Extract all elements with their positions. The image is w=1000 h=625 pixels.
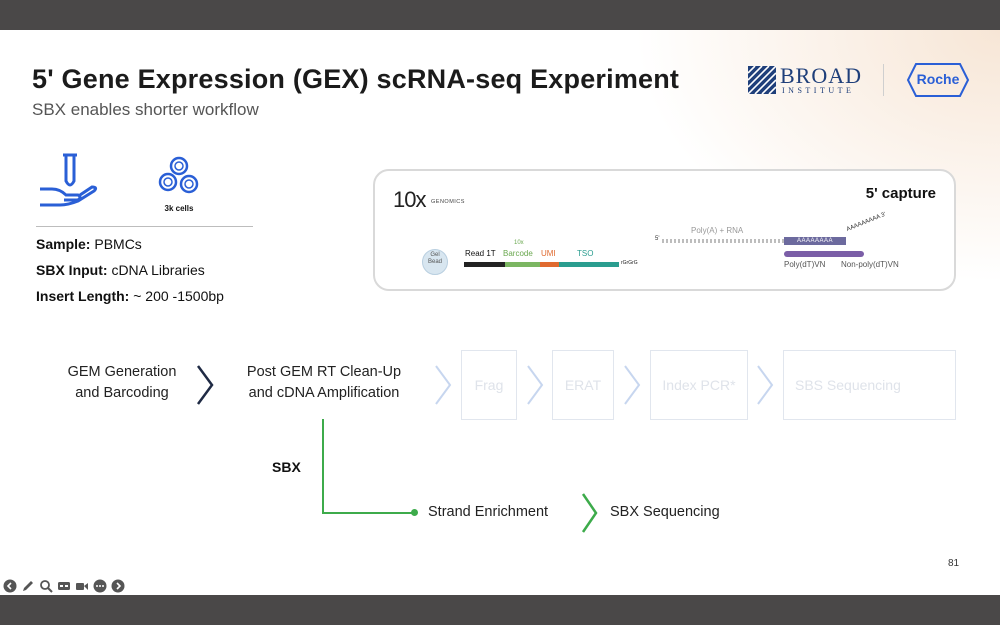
step1-line1: GEM Generation [67, 364, 177, 380]
insert-key: Insert Length: [36, 288, 130, 304]
page-number: 81 [948, 558, 960, 569]
step1-line2: and Barcoding [75, 385, 169, 401]
sample-value: PBMCs [94, 236, 142, 252]
umi-label: UMI [541, 249, 556, 258]
window-top-bar [0, 0, 1000, 30]
broad-emblem-icon [748, 66, 776, 94]
step-index-pcr-faded: Index PCR* [650, 350, 748, 420]
input-row: SBX Input: cDNA Libraries [36, 262, 205, 278]
subtitles-icon[interactable] [57, 579, 71, 593]
tso-label: TSO [577, 249, 594, 258]
slide-subtitle: SBX enables shorter workflow [32, 100, 259, 119]
read1-segment [464, 262, 505, 267]
step2-line1: Post GEM RT Clean-Up [246, 364, 402, 380]
barcode-segment [505, 262, 540, 267]
sbx-branch-horizontal [322, 512, 416, 514]
chevron-right-faded-icon [624, 365, 641, 405]
gel-label-1: Gel [430, 252, 440, 258]
barcode-label: Barcode [503, 249, 533, 258]
read1-label: Read 1T [465, 249, 496, 258]
gel-label-2: Bead [427, 259, 442, 265]
chevron-right-faded-icon [757, 365, 774, 405]
roche-hexagon-icon [906, 63, 970, 97]
polydt-label: Poly(dT)VN [784, 260, 826, 269]
chevron-right-faded-icon [435, 365, 452, 405]
sample-row: Sample: PBMCs [36, 236, 142, 252]
gel-bead [422, 249, 448, 275]
tenx-logo: 10x [393, 187, 426, 213]
camera-icon[interactable] [75, 579, 89, 593]
sbx-branch-vertical [322, 419, 324, 514]
sbx-branch-dot [411, 509, 418, 516]
presentation-toolbar [3, 578, 125, 594]
step-gem-generation: GEM Generation and Barcoding [52, 362, 192, 404]
cells-icon [158, 156, 199, 194]
input-key: SBX Input: [36, 262, 108, 278]
more-icon[interactable] [93, 579, 107, 593]
step-post-gem-cleanup: Post GEM RT Clean-Up and cDNA Amplificati… [236, 362, 412, 404]
nonpolydt-label: Non-poly(dT)VN [841, 260, 899, 269]
input-value: cDNA Libraries [111, 262, 205, 278]
broad-subwordmark: INSTITUTE [782, 86, 855, 95]
capture-title: 5' capture [865, 185, 936, 202]
slide: 5' Gene Expression (GEX) scRNA-seq Exper… [0, 30, 1000, 595]
cells-count-label: 3k cells [164, 204, 194, 213]
broad-institute-logo: BROAD INSTITUTE [748, 63, 864, 98]
roche-logo: Roche [906, 62, 970, 98]
tenx-small-label: 10x [514, 240, 524, 246]
slide-title: 5' Gene Expression (GEX) scRNA-seq Exper… [32, 64, 680, 94]
pen-icon[interactable] [21, 579, 35, 593]
tso-segment [559, 262, 619, 267]
insert-row: Insert Length: ~ 200 -1500bp [36, 288, 224, 304]
polya-tail-label: AAAAAAAAA 3' [845, 211, 887, 233]
genomics-text: GENOMICS [431, 199, 465, 205]
back-icon[interactable] [3, 579, 17, 593]
step2-line2: and cDNA Amplification [248, 385, 400, 401]
step-sbs-sequencing-faded: SBS Sequencing [783, 350, 956, 420]
sample-hand-tube-icon [40, 153, 98, 207]
five-prime-label: 5' [655, 236, 660, 242]
strand-enrichment-label: Strand Enrichment [428, 504, 549, 520]
step-frag-faded: Frag [461, 350, 517, 420]
sbx-label: SBX [272, 459, 301, 475]
step-erat-faded: ERAT [552, 350, 614, 420]
tenx-logo-text: 10x [393, 187, 426, 212]
logo-divider [883, 64, 884, 96]
polydt-primer [784, 251, 864, 257]
chevron-right-faded-icon [527, 365, 544, 405]
forward-icon[interactable] [111, 579, 125, 593]
polya-rna-label: Poly(A) + RNA [691, 226, 744, 235]
broad-wordmark: BROAD [780, 63, 863, 88]
polya-segment: AAAAAAAA [784, 237, 846, 245]
sample-divider [36, 226, 253, 227]
sample-key: Sample: [36, 236, 91, 252]
sbx-sequencing-label: SBX Sequencing [610, 504, 720, 520]
umi-segment [540, 262, 559, 267]
chevron-right-green-icon [581, 493, 598, 533]
roche-wordmark: Roche [916, 71, 960, 87]
window-bottom-bar [0, 595, 1000, 625]
insert-value: ~ 200 -1500bp [133, 288, 224, 304]
search-icon[interactable] [39, 579, 53, 593]
chevron-right-icon [196, 365, 214, 405]
rna-strand [662, 239, 784, 243]
rgrgrg-label: rGrGrG [621, 260, 638, 266]
